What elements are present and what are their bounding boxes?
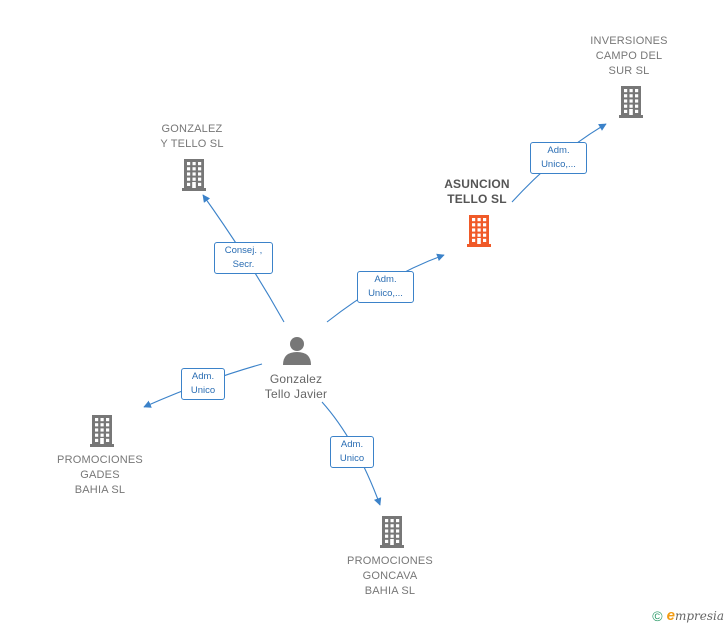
- building-icon-goncava[interactable]: [380, 516, 404, 548]
- person-name[interactable]: Gonzalez Tello Javier: [264, 372, 328, 401]
- relation-label-inversiones[interactable]: Adm. Unico,...: [530, 142, 587, 174]
- person-icon[interactable]: [283, 337, 311, 365]
- building-icon-gonzalez[interactable]: [182, 159, 206, 191]
- company-name-asuncion[interactable]: ASUNCION TELLO SL: [444, 177, 510, 206]
- company-name-gades[interactable]: PROMOCIONES GADES BAHIA SL: [57, 454, 143, 496]
- company-name-goncava[interactable]: PROMOCIONES GONCAVA BAHIA SL: [347, 555, 433, 597]
- brand-e: e: [666, 607, 675, 624]
- relation-label-gonzalez[interactable]: Consej. , Secr.: [214, 242, 273, 274]
- company-name-gonzalez[interactable]: GONZALEZ Y TELLO SL: [160, 123, 224, 150]
- relation-label-gades[interactable]: Adm. Unico: [181, 368, 225, 400]
- company-name-inversiones[interactable]: INVERSIONES CAMPO DEL SUR SL: [590, 35, 668, 77]
- copyright-icon: ©: [652, 607, 663, 624]
- building-icon-gades[interactable]: [90, 415, 114, 447]
- brand-rest: mpresia: [674, 608, 724, 623]
- building-icon-asuncion[interactable]: [467, 215, 491, 247]
- relation-label-goncava[interactable]: Adm. Unico: [330, 436, 374, 468]
- relation-label-asuncion[interactable]: Adm. Unico,...: [357, 271, 414, 303]
- building-icon-inversiones[interactable]: [619, 86, 643, 118]
